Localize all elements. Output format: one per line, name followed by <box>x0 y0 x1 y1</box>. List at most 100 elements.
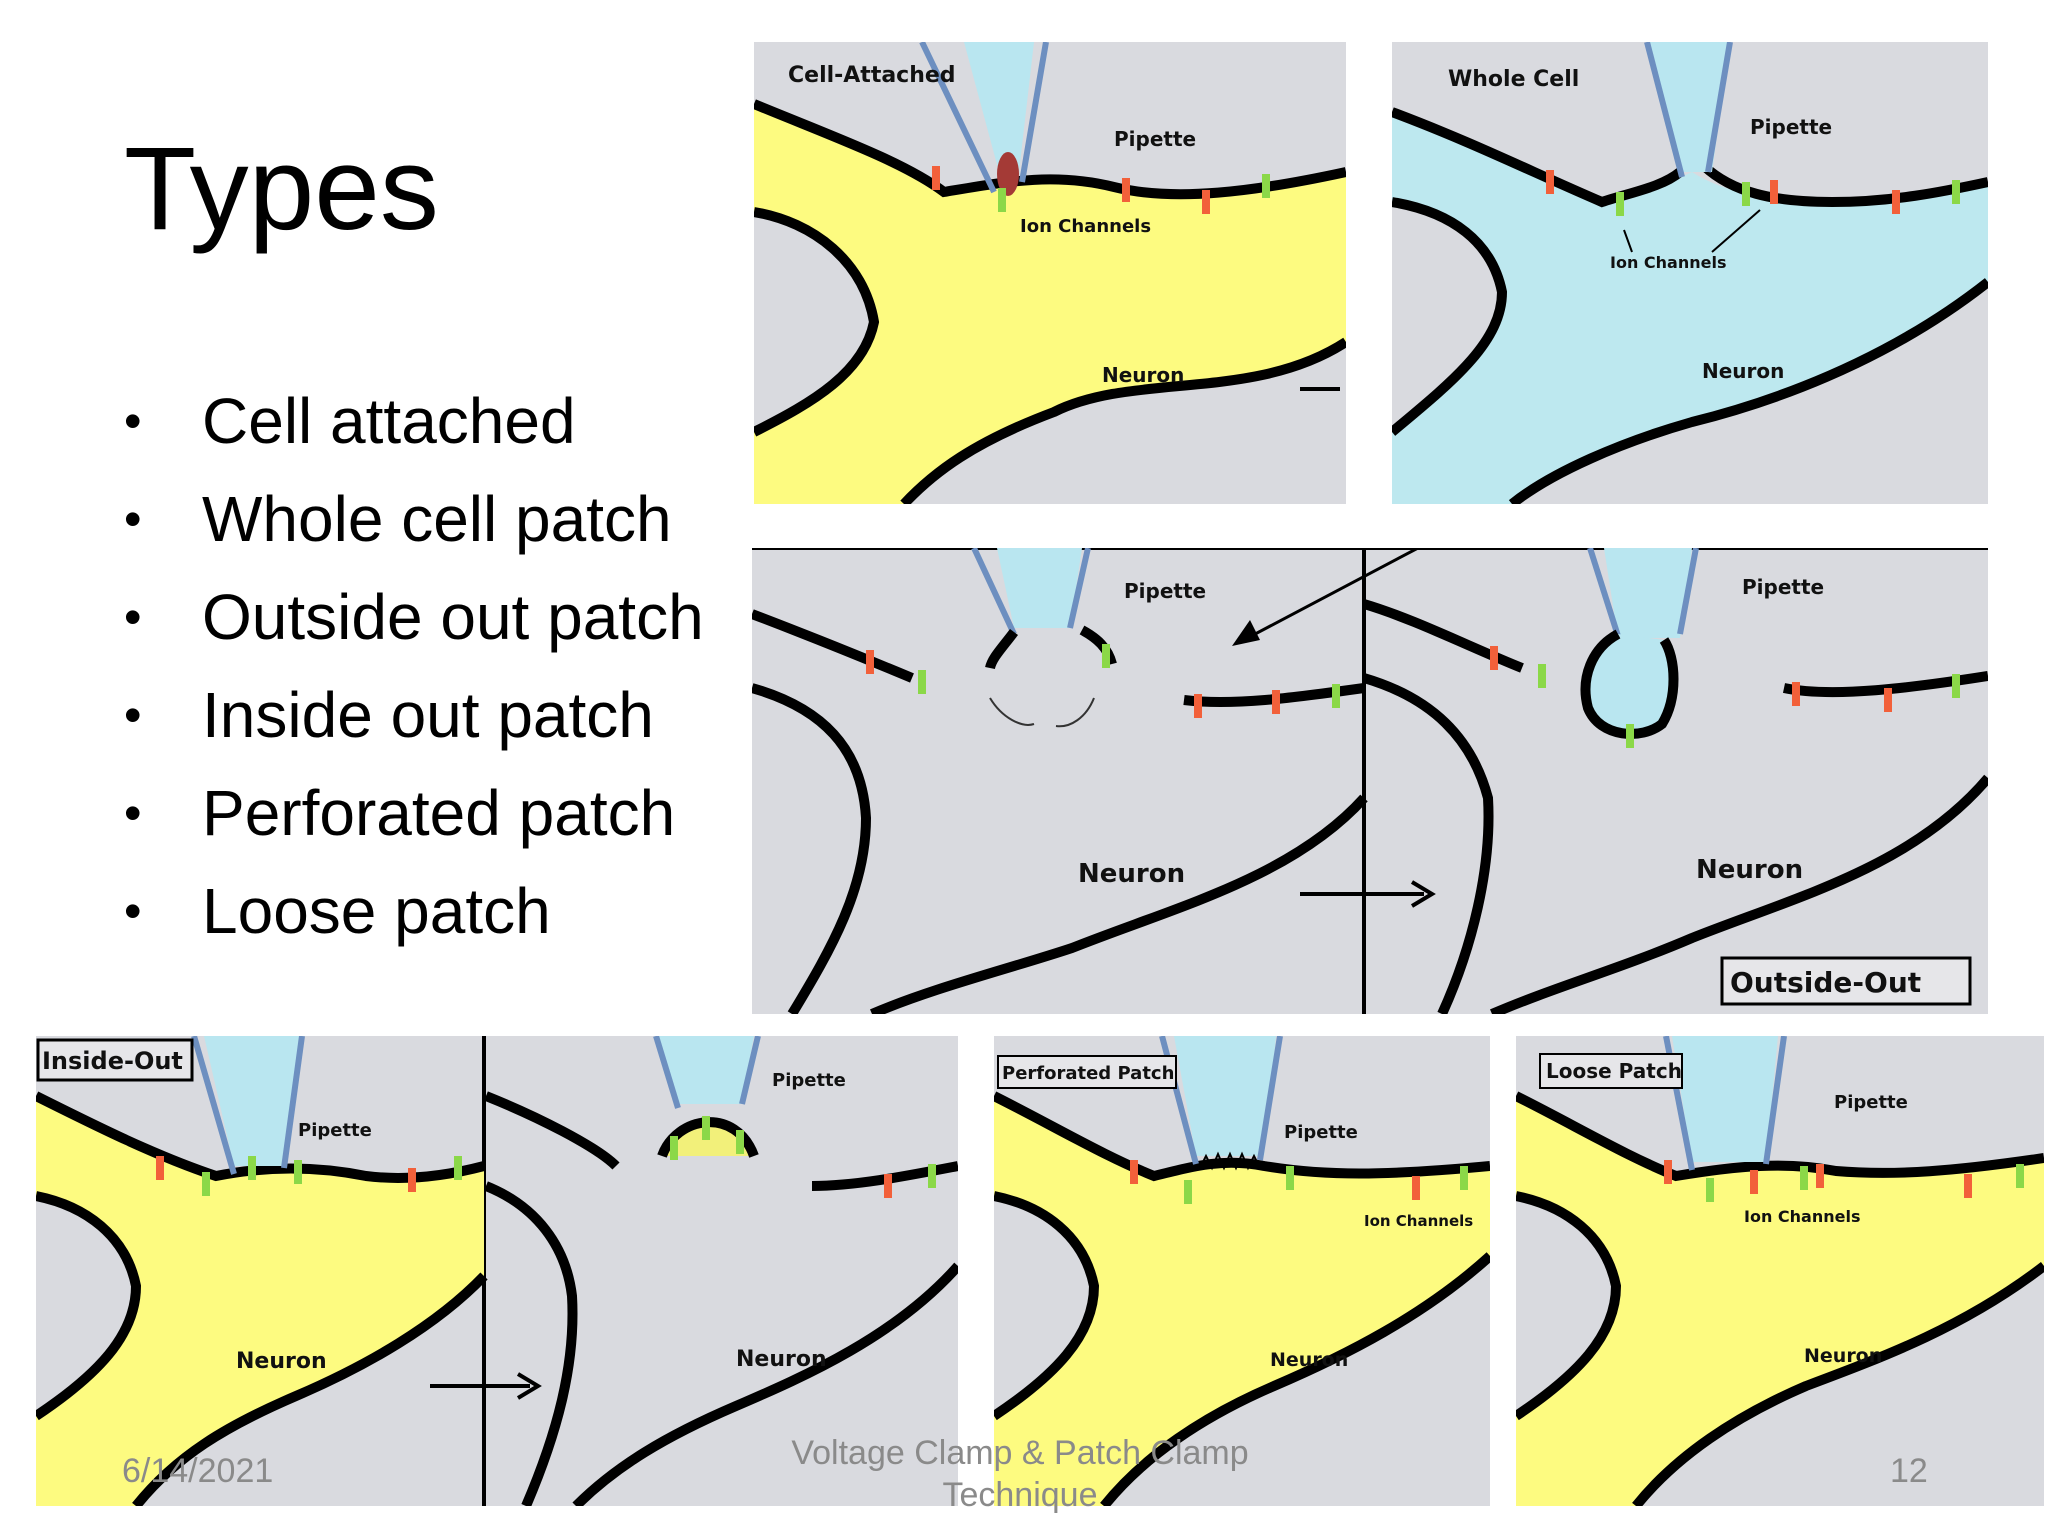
outside-out-badge <box>1720 956 1972 1006</box>
pipette-icon <box>1647 42 1730 172</box>
pipette-label: Pipette <box>1750 115 1832 139</box>
neuron-outline <box>754 207 880 437</box>
ion-channel-icon <box>1664 1160 1672 1184</box>
ion-channel-icon <box>1742 182 1750 206</box>
neuron-outline <box>1362 673 1494 1014</box>
perforated-patch-diagram: Perforated Patch Pipette Ion Channels Ne… <box>994 1036 1490 1506</box>
ion-channel-icon <box>884 1174 892 1198</box>
neuron-outline <box>1508 278 1988 504</box>
bullet-dot: • <box>124 883 142 939</box>
pipette-label: Pipette <box>1284 1122 1358 1143</box>
neuron-outline <box>1490 774 1988 1014</box>
membrane-line <box>484 1091 620 1170</box>
ion-channel-icon <box>1750 1170 1758 1194</box>
ion-channel-icon <box>928 1164 936 1188</box>
perforated-badge-text: Perforated Patch <box>1002 1063 1174 1084</box>
bullet-text: Perforated patch <box>202 777 676 849</box>
ion-channel-icon <box>1272 690 1280 714</box>
inside-out-badge-text: Inside-Out <box>42 1047 183 1075</box>
footer-title-line: Voltage Clamp & Patch Clamp <box>791 1434 1249 1472</box>
ion-channel-icon <box>1262 174 1270 198</box>
pipette-icon <box>204 1036 300 1166</box>
ion-channel-icon <box>1964 1174 1972 1198</box>
neuron-outline <box>1632 1262 2044 1506</box>
pipette-icon <box>658 1036 754 1104</box>
neuron-body <box>36 1096 484 1506</box>
ion-channel-icon <box>156 1156 164 1180</box>
pipette-label: Pipette <box>1114 127 1196 151</box>
neuron-outline <box>484 1181 578 1506</box>
ion-channel-icon <box>1538 664 1546 688</box>
outside-out-vesicle <box>1580 629 1679 739</box>
neuron-outline <box>1392 197 1508 436</box>
ion-channel-icon <box>998 188 1006 212</box>
ion-channel-icon <box>408 1168 416 1192</box>
neuron-label: Neuron <box>1102 363 1184 387</box>
ion-channel-icon <box>1286 1166 1294 1190</box>
membrane-line <box>1700 162 1988 208</box>
cell-attached-diagram: Cell-Attached Pipette Ion Channels Neuro… <box>754 42 1346 504</box>
bullet-item: • Perforated patch <box>124 764 704 862</box>
channels-label: Ion Channels <box>1020 216 1151 237</box>
perforated-badge <box>997 1055 1177 1089</box>
slide-title: Types <box>124 123 439 255</box>
bullet-text: Cell attached <box>202 385 576 457</box>
inside-out-diagram: Inside-Out Pipette Neuron Pipette Neuron <box>36 1036 958 1506</box>
neuron-label: Neuron <box>1270 1349 1348 1371</box>
pipette-label: Pipette <box>772 1070 846 1091</box>
ion-channel-icon <box>454 1156 462 1180</box>
neuron-outline <box>900 337 1346 504</box>
ion-channel-icon <box>1952 674 1960 698</box>
ion-channel-icon <box>1892 190 1900 214</box>
ion-channel-icon <box>1102 644 1110 668</box>
ion-channel-icon <box>248 1156 256 1180</box>
whole-cell-diagram: Whole Cell Pipette Ion Channels Neuron <box>1392 42 1988 504</box>
pipette-label: Pipette <box>1124 579 1206 603</box>
whole-cell-panel: Whole Cell Pipette Ion Channels Neuron <box>1392 42 1988 504</box>
ion-channel-icon <box>1792 682 1800 706</box>
ion-channel-icon <box>1616 192 1624 216</box>
ion-channel-icon <box>1460 1166 1468 1190</box>
outside-out-badge-text: Outside-Out <box>1730 966 1921 999</box>
perforations-icon <box>1199 1151 1261 1171</box>
ion-channel-icon <box>1202 190 1210 214</box>
ion-channel-icon <box>702 1116 710 1140</box>
bullet-text: Outside out patch <box>202 581 704 653</box>
channels-label: Ion Channels <box>1610 253 1726 272</box>
bullet-dot: • <box>124 589 142 645</box>
panel-title: Whole Cell <box>1448 67 1579 92</box>
ion-channel-icon <box>866 650 874 674</box>
pipette-label: Pipette <box>1834 1092 1908 1113</box>
ion-channel-icon <box>1952 180 1960 204</box>
pipette-icon <box>964 42 1034 172</box>
types-list: •Cell attached •Whole cell patch •Outsid… <box>124 372 704 960</box>
ion-channel-icon <box>670 1136 678 1160</box>
ion-channel-icon <box>1770 180 1778 204</box>
ion-channel-icon <box>294 1160 302 1184</box>
membrane-line <box>1782 671 1988 698</box>
bullet-dot: • <box>124 393 142 449</box>
neuron-outline <box>994 1191 1100 1421</box>
neuron-label: Neuron <box>1696 855 1803 885</box>
bullet-item: •Loose patch <box>124 862 704 960</box>
neuron-outline <box>132 1272 488 1506</box>
membrane-line <box>754 99 1346 200</box>
neuron-body <box>994 1096 1490 1506</box>
ion-channel-icon <box>202 1172 210 1196</box>
ion-channel-icon <box>1332 684 1340 708</box>
ion-channel-icon <box>1816 1164 1824 1188</box>
loose-patch-diagram: Loose Patch Pipette Ion Channels Neuron <box>1516 1036 2044 1506</box>
pipette-label: Pipette <box>1742 575 1824 599</box>
footer-title-line: Technique <box>942 1476 1098 1514</box>
neuron-label: Neuron <box>236 1349 327 1374</box>
ion-channel-icon <box>1706 1178 1714 1202</box>
channels-label: Ion Channels <box>1364 1212 1473 1230</box>
ion-channel-icon <box>2016 1164 2024 1188</box>
bullet-dot: • <box>124 785 142 841</box>
pipette-icon <box>1672 1036 1778 1162</box>
neuron-outline <box>752 683 872 1014</box>
neuron-body <box>1516 1096 2044 1506</box>
loose-patch-panel: Loose Patch Pipette Ion Channels Neuron <box>1516 1036 2044 1506</box>
ion-channel-icon <box>1412 1176 1420 1200</box>
outside-out-panel: Pipette Neuron Pipette Neuron Outside-Ou… <box>752 548 1988 1014</box>
